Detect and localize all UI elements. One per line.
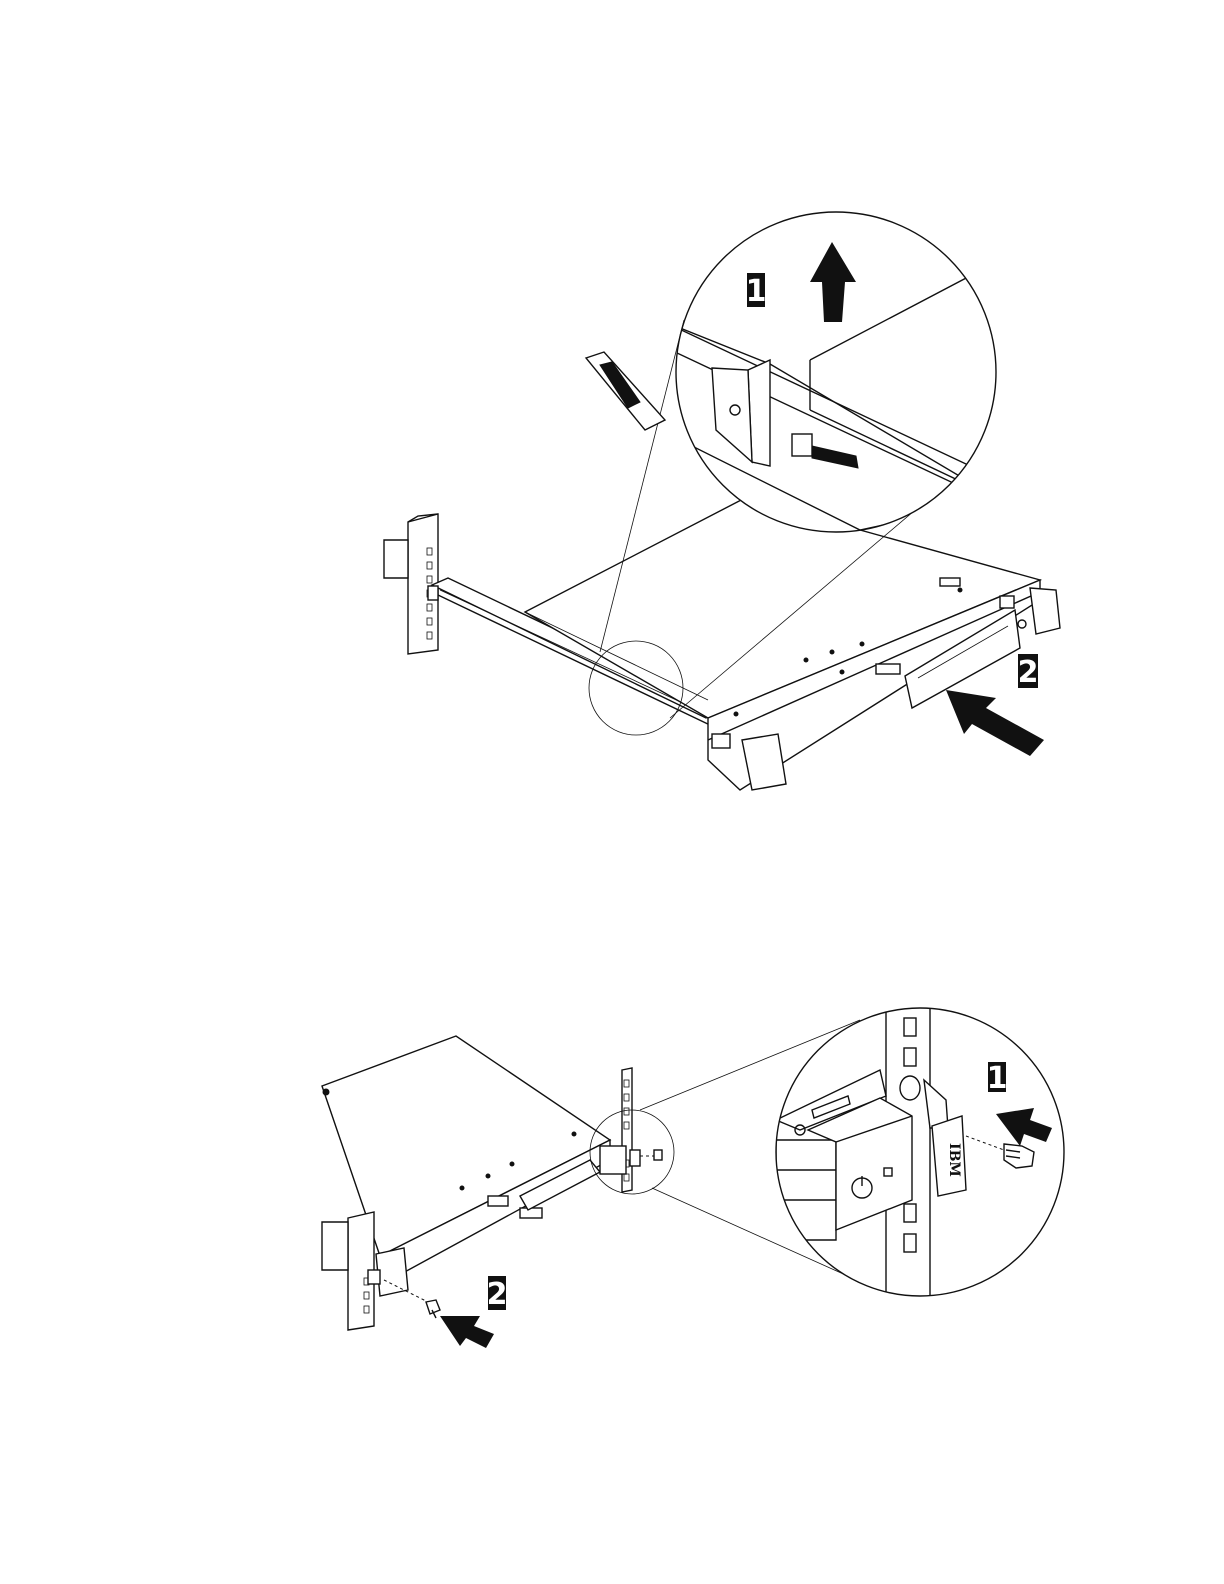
callout-bottom-step2: 2 xyxy=(487,1276,508,1312)
svg-text:1: 1 xyxy=(746,274,767,309)
svg-text:1: 1 xyxy=(987,1061,1008,1096)
server-chassis-bottom xyxy=(322,1036,610,1296)
svg-text:2: 2 xyxy=(487,1277,508,1312)
arrow-left-icon xyxy=(996,1108,1052,1146)
magnified-inset-screw: IBM xyxy=(776,1000,1064,1320)
callout-bottom-step1: 1 xyxy=(987,1061,1008,1096)
brand-logo: IBM xyxy=(946,1143,962,1177)
slide-server-illustration: 1 2 xyxy=(0,0,1224,820)
rack-post-bottom-left xyxy=(322,1212,380,1330)
server-chassis xyxy=(525,498,1060,790)
zoom-source-circle-bottom xyxy=(590,1110,674,1194)
zoom-leader-line xyxy=(652,1188,870,1286)
callout-top-step1: 1 xyxy=(746,273,767,309)
rack-post-bottom-right xyxy=(600,1068,640,1192)
arrow-push-icon xyxy=(946,690,1044,756)
arrow-left-icon xyxy=(440,1316,494,1348)
callout-top-step2: 2 xyxy=(1018,654,1039,690)
screw-icon xyxy=(384,1280,440,1318)
svg-text:2: 2 xyxy=(1018,655,1039,690)
rack-post-left xyxy=(384,514,438,654)
zoom-leader-line xyxy=(640,1020,860,1110)
screw-icon xyxy=(640,1150,662,1160)
